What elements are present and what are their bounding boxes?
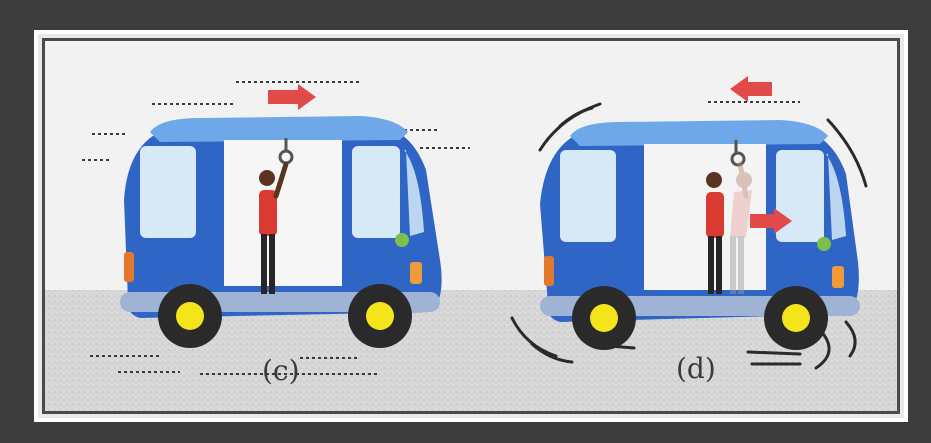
bus-d-window-rear bbox=[776, 150, 824, 242]
bus-c-tail-light bbox=[124, 252, 134, 282]
bus-c-wheel-front-hub bbox=[176, 302, 204, 330]
bus-c-window-front bbox=[140, 146, 196, 238]
motion-arrow-right bbox=[268, 84, 316, 110]
panel-label-d: (d) bbox=[676, 352, 716, 385]
bus-d-wheel-rear-hub bbox=[782, 304, 810, 332]
bus-c-wheel-rear-hub bbox=[366, 302, 394, 330]
bus-d-wheel-front-hub bbox=[590, 304, 618, 332]
bus-c-mirror bbox=[395, 233, 409, 247]
bus-c-roof bbox=[150, 116, 408, 142]
bus-d-roof bbox=[570, 120, 828, 146]
bus-c-window-rear bbox=[352, 146, 400, 238]
bus-c-head-light bbox=[410, 262, 422, 284]
bus-d-head-light bbox=[832, 266, 844, 288]
panel-label-c: (c) bbox=[262, 354, 300, 387]
bus-d-mirror bbox=[817, 237, 831, 251]
motion-arrow-left bbox=[730, 76, 772, 102]
bus-d-tail-light bbox=[544, 256, 554, 286]
bus-d-window-front bbox=[560, 150, 616, 242]
